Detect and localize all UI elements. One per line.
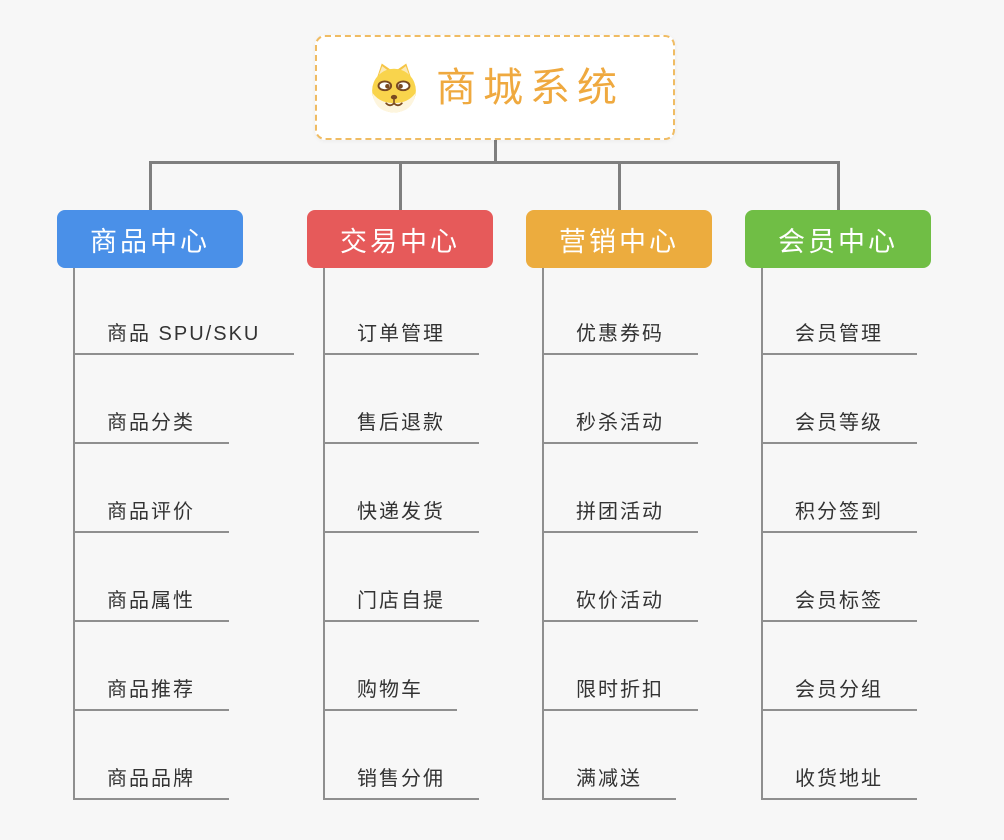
connector-column-2	[323, 268, 325, 800]
branch-header-marketing-center[interactable]: 营销中心	[526, 210, 712, 268]
connector-trunk	[149, 161, 840, 164]
leaf-node[interactable]: 会员分组	[761, 663, 917, 711]
dog-face-icon	[372, 63, 416, 112]
leaf-node[interactable]: 快递发货	[323, 485, 479, 533]
leaf-node[interactable]: 优惠券码	[542, 307, 698, 355]
connector-drop-branch-2	[399, 161, 402, 210]
leaf-node[interactable]: 商品评价	[73, 485, 229, 533]
leaf-node[interactable]: 商品分类	[73, 396, 229, 444]
branch-header-trade-center[interactable]: 交易中心	[307, 210, 493, 268]
leaf-node[interactable]: 积分签到	[761, 485, 917, 533]
leaf-node[interactable]: 销售分佣	[323, 752, 479, 800]
leaf-node[interactable]: 商品推荐	[73, 663, 229, 711]
leaf-node[interactable]: 秒杀活动	[542, 396, 698, 444]
branch-header-product-center[interactable]: 商品中心	[57, 210, 243, 268]
leaf-node[interactable]: 商品 SPU/SKU	[73, 307, 295, 355]
leaf-node[interactable]: 购物车	[323, 663, 457, 711]
connector-root-stub	[494, 138, 497, 164]
connector-drop-branch-4	[837, 161, 840, 210]
connector-column-4	[761, 268, 763, 800]
root-title: 商城系统	[436, 65, 624, 110]
leaf-node[interactable]: 满减送	[542, 752, 676, 800]
leaf-node[interactable]: 会员等级	[761, 396, 917, 444]
leaf-node[interactable]: 商品属性	[73, 574, 229, 622]
leaf-node[interactable]: 订单管理	[323, 307, 479, 355]
branch-header-member-center[interactable]: 会员中心	[745, 210, 931, 268]
leaf-node[interactable]: 门店自提	[323, 574, 479, 622]
connector-drop-branch-3	[618, 161, 621, 210]
leaf-node[interactable]: 售后退款	[323, 396, 479, 444]
root-node[interactable]: 商城系统	[315, 35, 675, 140]
connector-column-3	[542, 268, 544, 800]
leaf-node[interactable]: 会员标签	[761, 574, 917, 622]
leaf-node[interactable]: 拼团活动	[542, 485, 698, 533]
leaf-node[interactable]: 砍价活动	[542, 574, 698, 622]
leaf-node[interactable]: 会员管理	[761, 307, 917, 355]
connector-drop-branch-1	[149, 161, 152, 210]
leaf-node[interactable]: 限时折扣	[542, 663, 698, 711]
leaf-node[interactable]: 商品品牌	[73, 752, 229, 800]
connector-column-1	[73, 268, 75, 800]
leaf-node[interactable]: 收货地址	[761, 752, 917, 800]
